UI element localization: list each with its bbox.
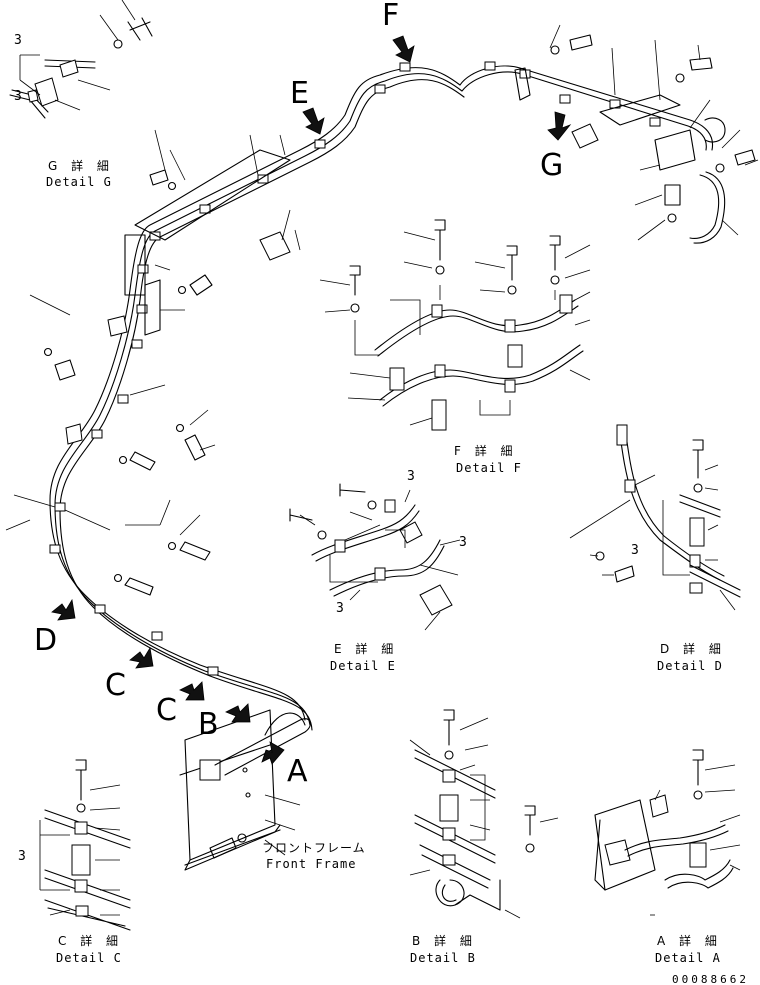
svg-text:Detail C: Detail C (56, 951, 122, 965)
svg-text:フロントフレーム: フロントフレーム (262, 841, 366, 855)
svg-text:F 詳 細: F 詳 細 (454, 443, 518, 458)
detail-a-sketch (594, 749, 741, 916)
detail-c-sketch (39, 759, 131, 931)
svg-text:A 詳 細: A 詳 細 (657, 933, 722, 948)
detail-b-sketch (409, 709, 559, 919)
arrow-e (302, 107, 325, 135)
view-letter-d: D (34, 623, 57, 658)
detail-f-sketch (319, 219, 591, 431)
detail-c-caption: C 詳 細 Detail C (56, 933, 123, 965)
route-bolts (43, 17, 756, 596)
front-frame-sketch (179, 709, 311, 871)
svg-text:Detail D: Detail D (657, 659, 723, 673)
main-hose-route (49, 61, 714, 731)
svg-text:D 詳 細: D 詳 細 (660, 641, 726, 656)
arrow-d (51, 598, 76, 621)
svg-text:G 詳 細: G 詳 細 (48, 158, 114, 173)
view-letter-c2: C (156, 693, 177, 728)
svg-text:B 詳 細: B 詳 細 (412, 933, 477, 948)
detail-a-caption: A 詳 細 Detail A (655, 933, 722, 965)
part-number-label: 3 (14, 33, 22, 48)
svg-text:Detail B: Detail B (410, 951, 476, 965)
detail-b-caption: B 詳 細 Detail B (410, 933, 477, 965)
route-leaders (5, 0, 759, 536)
svg-text:Front Frame: Front Frame (266, 857, 356, 871)
part-number-label: 3 (336, 601, 344, 616)
svg-text:C 詳 細: C 詳 細 (58, 933, 123, 948)
arrow-c2 (179, 681, 205, 701)
part-number-label: 3 (14, 89, 22, 104)
svg-text:E 詳 細: E 詳 細 (334, 641, 398, 656)
detail-e-caption: E 詳 細 Detail E (330, 641, 398, 673)
detail-d-caption: D 詳 細 Detail D (657, 641, 726, 673)
arrow-b (225, 703, 251, 723)
view-letter-f: F (382, 0, 399, 33)
part-number-label: 3 (459, 535, 467, 550)
view-letter-b: B (198, 707, 219, 742)
part-number-label: 3 (407, 469, 415, 484)
detail-d-sketch (569, 424, 741, 611)
svg-text:Detail A: Detail A (655, 951, 721, 965)
front-frame-caption: フロントフレーム Front Frame (262, 841, 366, 871)
view-letter-a: A (287, 754, 308, 789)
detail-e-sketch (289, 483, 461, 631)
part-number-label: 3 (18, 849, 26, 864)
arrow-a (261, 741, 285, 765)
drawing-number: 00088662 (672, 973, 749, 985)
view-letter-e: E (290, 76, 309, 111)
arrow-g (547, 111, 572, 141)
detail-g-caption: G 詳 細 Detail G (46, 158, 114, 189)
detail-g-sketch (9, 54, 111, 119)
arrow-c1 (129, 646, 154, 669)
detail-f-caption: F 詳 細 Detail F (454, 443, 522, 475)
arrow-f (392, 35, 415, 63)
view-letter-c1: C (105, 668, 126, 703)
part-number-label: 3 (631, 543, 639, 558)
svg-text:Detail F: Detail F (456, 461, 522, 475)
svg-text:Detail E: Detail E (330, 659, 396, 673)
view-arrows (51, 35, 572, 765)
svg-text:Detail G: Detail G (46, 175, 112, 189)
view-letter-g: G (540, 148, 563, 183)
